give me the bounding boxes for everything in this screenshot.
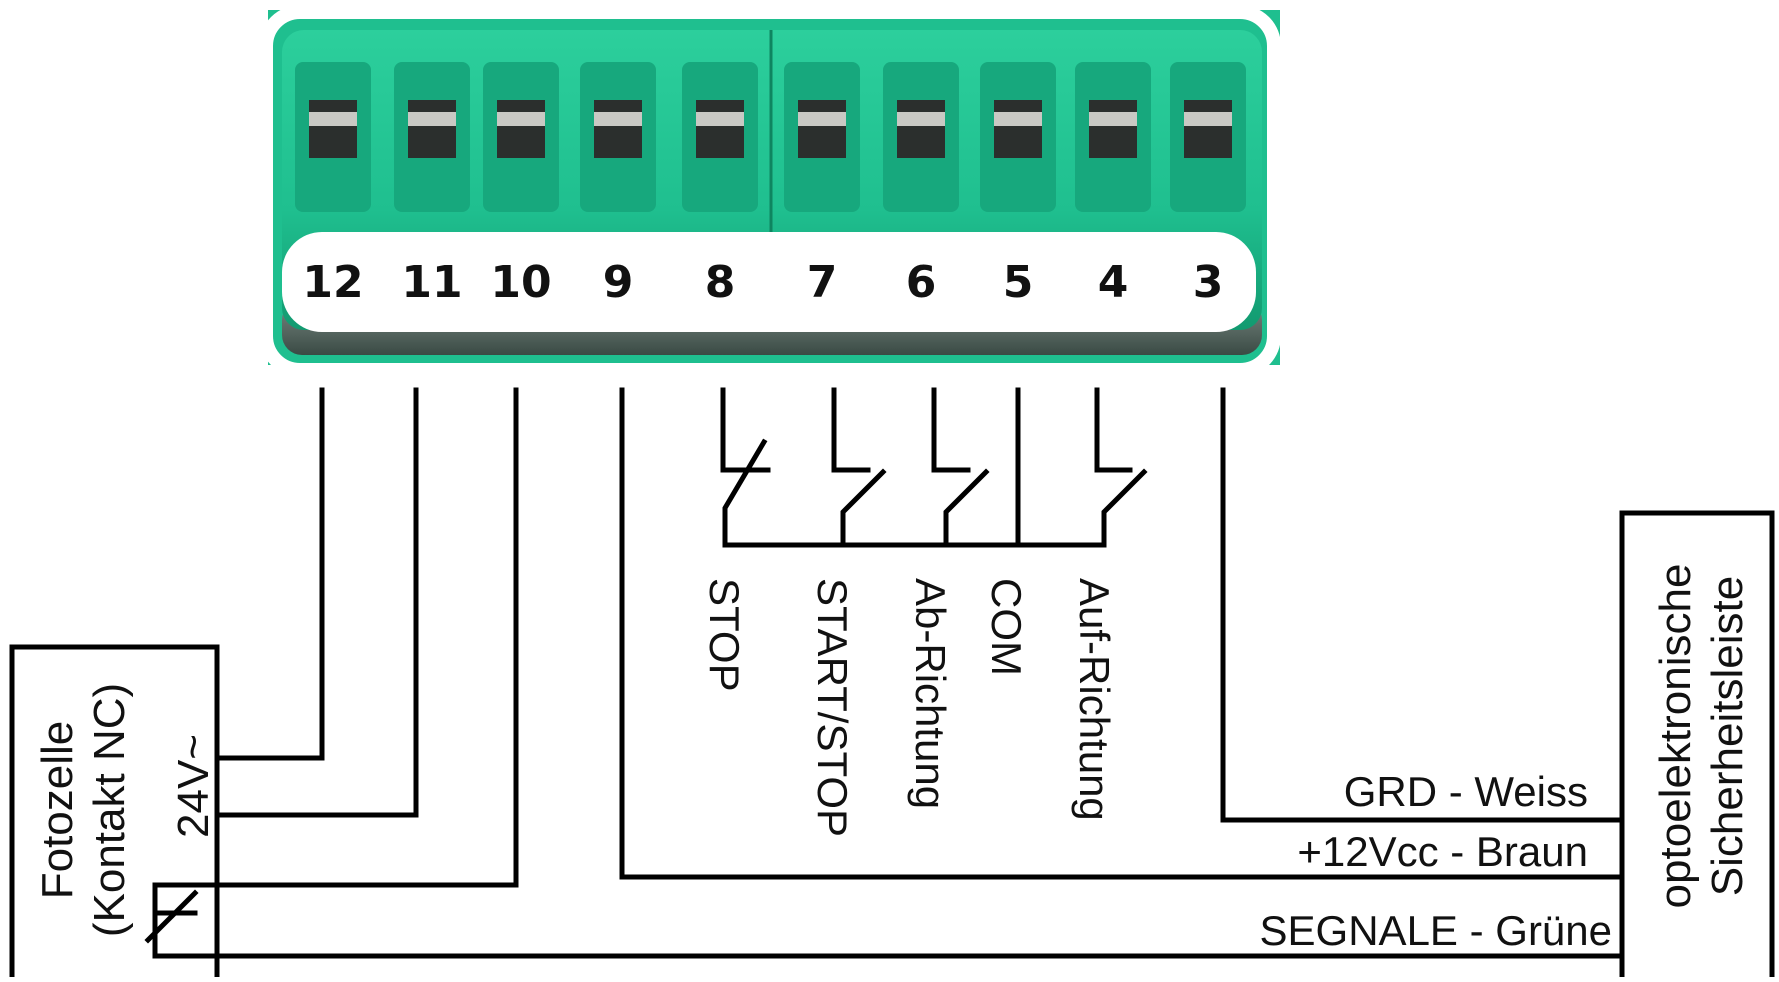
screw-head-6 (897, 112, 945, 126)
wire-terminal-10 (152, 387, 519, 909)
switch-start-stop-lower (840, 468, 887, 548)
terminal-block-frame (259, 5, 1281, 377)
screw-slot-9 (594, 100, 642, 158)
wire-terminal-12 (219, 387, 325, 761)
screw-head-12 (309, 112, 357, 126)
label-com: COM (983, 578, 1030, 676)
terminal-number-5: 5 (1003, 257, 1034, 308)
terminal-number-6: 6 (906, 257, 937, 308)
terminal-number-10: 10 (490, 257, 551, 308)
screw-head-3 (1184, 112, 1232, 126)
photocell-title: Fotozelle (33, 721, 82, 900)
photocell-box: Fotozelle (Kontakt NC) 24V~ (9, 644, 220, 977)
screw-slot-3 (1184, 100, 1232, 158)
photocell-subtitle: (Kontakt NC) (85, 683, 134, 937)
switch-ab-richtung-lower (943, 468, 990, 548)
safety-edge-box-outline (1619, 510, 1775, 977)
photocell-box-outline (9, 644, 220, 977)
label-auf-richtung: Auf-Richtung (1071, 578, 1118, 821)
switch-stop-upper (720, 387, 771, 473)
terminal-number-4: 4 (1098, 257, 1129, 308)
switch-ab-richtung-upper (931, 387, 971, 473)
wire-terminal-9 (619, 387, 1625, 880)
screw-head-5 (994, 112, 1042, 126)
switch-stop-lower (722, 438, 768, 548)
screw-head-4 (1089, 112, 1137, 126)
screw-slot-6 (897, 100, 945, 158)
switch-auf-richtung-upper (1094, 387, 1133, 473)
screw-head-10 (497, 112, 545, 126)
terminal-number-11: 11 (401, 257, 462, 308)
terminal-screws (295, 62, 1246, 212)
screw-head-7 (798, 112, 846, 126)
terminal-number-12: 12 (302, 257, 363, 308)
screw-head-8 (696, 112, 744, 126)
label-ab-richtung: Ab-Richtung (907, 578, 954, 809)
screw-head-11 (408, 112, 456, 126)
switch-labels: STOP START/STOP Ab-Richtung COM Auf-Rich… (701, 578, 1118, 837)
screw-slot-4 (1089, 100, 1137, 158)
label-start-stop: START/STOP (809, 578, 856, 837)
terminal-label-strip (282, 232, 1256, 332)
screw-slot-7 (798, 100, 846, 158)
screw-slot-12 (309, 100, 357, 158)
screw-slot-8 (696, 100, 744, 158)
photocell-voltage: 24V~ (169, 734, 218, 838)
nc-contact-blade (144, 889, 199, 944)
terminal-number-8: 8 (705, 257, 736, 308)
screw-slot-10 (497, 100, 545, 158)
wire-labels: GRD - Weiss +12Vcc - Braun SEGNALE - Grü… (1260, 768, 1612, 954)
label-segnale: SEGNALE - Grüne (1260, 907, 1612, 954)
label-vcc: +12Vcc - Braun (1297, 828, 1588, 875)
wire-terminal-11 (219, 387, 419, 818)
switch-auf-richtung-lower (1101, 468, 1148, 548)
terminal-numbers: 12 11 10 9 8 7 6 5 4 3 (302, 257, 1223, 308)
terminal-number-9: 9 (603, 257, 634, 308)
label-grd: GRD - Weiss (1344, 768, 1588, 815)
label-stop: STOP (701, 578, 748, 692)
screw-slot-11 (408, 100, 456, 158)
terminal-number-7: 7 (807, 257, 838, 308)
wire-terminal-3 (1220, 387, 1625, 823)
switch-start-stop-upper (831, 387, 871, 473)
terminal-block: 12 11 10 9 8 7 6 5 4 3 (259, 5, 1281, 377)
wiring (144, 387, 1625, 959)
terminal-number-3: 3 (1193, 257, 1224, 308)
safety-edge-box: optoelektronische Sicherheitsleiste (1619, 510, 1775, 977)
safety-edge-title: optoelektronische (1651, 564, 1700, 909)
screw-slot-5 (994, 100, 1042, 158)
wire-photocell-contact (152, 903, 225, 959)
screw-head-9 (594, 112, 642, 126)
safety-edge-subtitle: Sicherheitsleiste (1703, 576, 1752, 896)
